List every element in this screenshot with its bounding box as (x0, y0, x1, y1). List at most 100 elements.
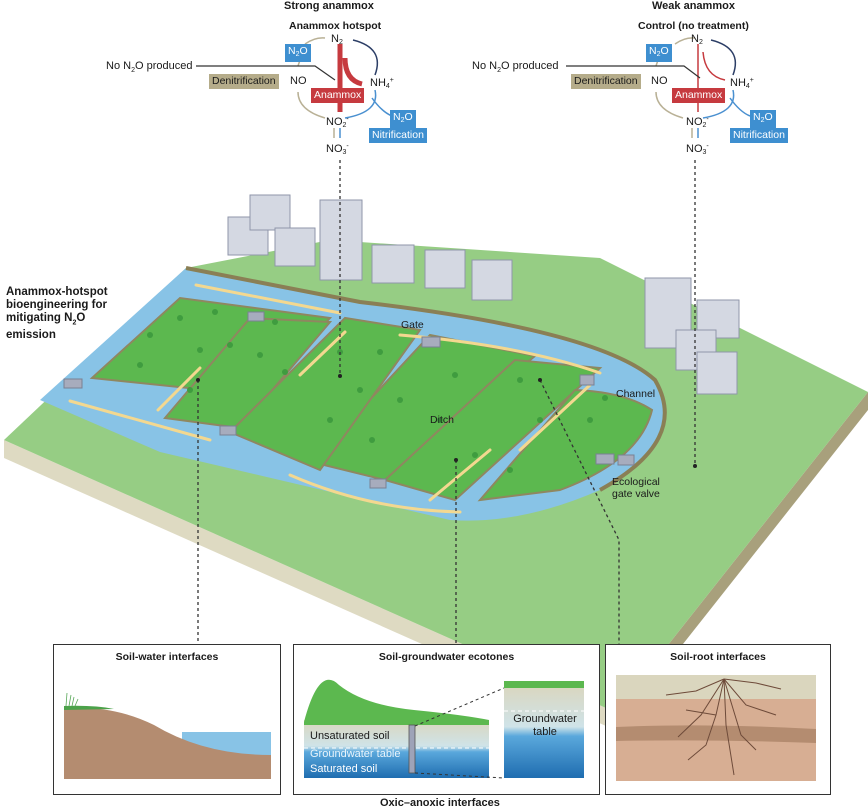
cycle-heading: Weak anammox (652, 0, 735, 12)
main-title: Anammox-hotspot bioengineering for mitig… (6, 286, 108, 342)
chem-part: N (331, 33, 339, 45)
label-line: gate valve (612, 488, 660, 500)
field-strip (163, 316, 333, 430)
topsoil-layer (616, 675, 816, 699)
chem-sup: + (389, 77, 394, 84)
panel-title: Soil-water interfaces (115, 651, 219, 663)
chem-sub: 3 (342, 149, 347, 156)
inset-grass (504, 681, 584, 688)
anammox-tag: Anammox (311, 88, 365, 103)
label-line: table (533, 726, 557, 738)
tag-part: N (649, 45, 657, 57)
cycle-arrows-strong (196, 37, 393, 138)
denitrification-tag: Denitrification (571, 74, 641, 89)
species-no: NO (651, 75, 668, 87)
field-strips (89, 296, 654, 502)
tag-part: O (764, 111, 773, 123)
tag-part: O (299, 45, 308, 57)
no-n2o-produced-label: No N2O produced (472, 60, 558, 77)
inset-profile (504, 685, 584, 778)
cycle-subheading: Control (no treatment) (638, 20, 749, 32)
main-title-line: bioengineering for (6, 299, 107, 311)
dense-soil-band (616, 725, 816, 743)
chem-part: NO (686, 116, 703, 128)
panel-title: Soil-root interfaces (670, 651, 766, 663)
species-n2: N2 (331, 33, 343, 49)
chem-part: NH (730, 77, 746, 89)
no-n2o-produced-label: No N2O produced (106, 60, 192, 77)
label-line: Ecological (612, 476, 660, 488)
label-part: No N (106, 60, 132, 72)
main-title-line: Anammox-hotspot (6, 286, 108, 298)
chem-part: NO (326, 143, 343, 155)
soil-slope (64, 707, 271, 779)
species-no3: NO3- (326, 140, 349, 159)
label-part: No N (472, 60, 498, 72)
groundwater-table-label: Groundwater table (310, 748, 401, 760)
soil-groundwater-illustration (304, 679, 584, 779)
n2o-tag-top: N2O (646, 44, 672, 62)
panel-soil-root: Soil-root interfaces (605, 644, 831, 795)
species-nh4: NH4+ (370, 74, 394, 93)
species-no3: NO3- (686, 140, 709, 159)
chem-sup: - (346, 116, 349, 123)
main-title-part: mitigating N (6, 312, 73, 324)
saturated-soil-label: Saturated soil (310, 763, 378, 775)
main-title-line: mitigating N2O (6, 312, 108, 329)
chem-sup: + (749, 77, 754, 84)
inset-groundwater-table-label: Groundwater table (507, 713, 583, 739)
chem-sup: - (706, 116, 709, 123)
label-line: Groundwater (513, 713, 577, 725)
grass-strip (64, 705, 114, 710)
gates (63, 311, 635, 489)
leader-lines (197, 160, 696, 645)
chem-sub: 2 (698, 39, 703, 46)
zoom-line (414, 687, 505, 727)
cycle-heading: Strong anammox (284, 0, 374, 12)
nitrification-tag: Nitrification (369, 128, 427, 143)
tag-sub: 2 (760, 117, 765, 124)
label-sub: 2 (131, 67, 135, 75)
species-no: NO (290, 75, 307, 87)
soil-water-illustration (64, 692, 271, 779)
monitoring-well (408, 724, 416, 774)
anammox-tag: Anammox (672, 88, 726, 103)
panel-title: Soil-groundwater ecotones (378, 651, 515, 663)
chem-part: NO (326, 116, 343, 128)
chem-sub: 2 (338, 39, 343, 46)
tag-part: N (393, 111, 401, 123)
bottom-caption: Oxic–anoxic interfaces (380, 797, 500, 809)
tag-sub: 2 (656, 51, 661, 58)
tag-sub: 2 (400, 117, 405, 124)
zoom-line (414, 772, 505, 779)
unsaturated-soil-label: Unsaturated soil (310, 730, 390, 742)
tag-part: N (288, 45, 296, 57)
species-n2: N2 (691, 33, 703, 49)
chem-sup: - (346, 143, 349, 150)
grass-icon (65, 692, 79, 707)
chem-part: NH (370, 77, 386, 89)
chem-part: NO (686, 143, 703, 155)
channel-bank (185, 266, 667, 492)
tag-part: O (660, 45, 669, 57)
main-title-part: O (76, 312, 86, 324)
main-title-line: emission (6, 329, 56, 342)
ecological-gate-valve-label: Ecological gate valve (612, 476, 660, 500)
field-strip (477, 388, 654, 502)
label-part: O produced (134, 60, 193, 72)
main-title-sub: 2 (72, 319, 77, 327)
nitrification-tag: Nitrification (730, 128, 788, 143)
leader-dots (196, 374, 697, 468)
terrain-surface (304, 679, 489, 725)
chem-part: N (691, 33, 699, 45)
n2o-tag-right: N2O (750, 110, 776, 128)
channel-label: Channel (616, 388, 656, 400)
field-strip (383, 358, 603, 502)
chem-sup: - (706, 143, 709, 150)
panel-soil-water: Soil-water interfaces (53, 644, 281, 795)
bushes (137, 309, 608, 473)
species-no2: NO2- (326, 113, 349, 132)
chem-sub: 4 (745, 83, 750, 90)
buildings (227, 194, 740, 395)
chem-sub: 3 (702, 149, 707, 156)
